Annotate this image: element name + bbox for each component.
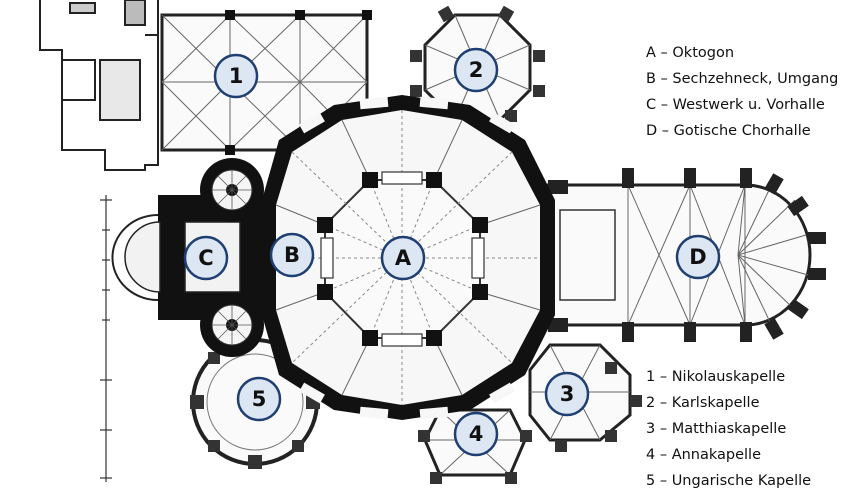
stair-tower-north [200, 158, 264, 222]
marker-circle [453, 47, 499, 93]
marker-label: B [284, 243, 300, 267]
marker-three: 3 [544, 371, 590, 417]
marker-label: 1 [229, 64, 244, 88]
marker-label: A [395, 246, 412, 270]
legend-item-4: 4 – Annakapelle [646, 447, 761, 463]
marker-label: 3 [560, 382, 575, 406]
legend-item-a: A – Oktogon [646, 45, 734, 61]
marker-label: D [689, 245, 706, 269]
marker-label: 5 [252, 387, 267, 411]
marker-circle [236, 376, 282, 422]
legend-letters: A – Oktogon B – Sechzehneck, Umgang C – … [646, 45, 838, 139]
marker-four: 4 [453, 411, 499, 457]
marker-two: 2 [453, 47, 499, 93]
legend-item-5: 5 – Ungarische Kapelle [646, 473, 811, 489]
legend-item-b: B – Sechzehneck, Umgang [646, 71, 838, 87]
legend-item-3: 3 – Matthiaskapelle [646, 421, 786, 437]
marker-c: C [183, 235, 229, 281]
marker-circle [453, 411, 499, 457]
stair-tower-south [200, 293, 264, 357]
plan-markers: 1 2B C A D 3 4 5 [183, 47, 721, 457]
marker-one: 1 [213, 53, 259, 99]
marker-label: 2 [469, 58, 484, 82]
marker-d: D [675, 234, 721, 280]
marker-b: B [269, 232, 315, 278]
legend-numbers: 1 – Nikolauskapelle 2 – Karlskapelle 3 –… [646, 369, 811, 489]
legend-item-2: 2 – Karlskapelle [646, 395, 760, 411]
marker-circle [380, 235, 426, 281]
scale-bar [100, 195, 112, 482]
marker-circle [269, 232, 315, 278]
legend-item-1: 1 – Nikolauskapelle [646, 369, 785, 385]
adjacent-buildings [39, 0, 159, 171]
marker-circle [213, 53, 259, 99]
legend-item-d: D – Gotische Chorhalle [646, 123, 811, 139]
marker-circle [544, 371, 590, 417]
marker-circle [675, 234, 721, 280]
marker-label: 4 [469, 422, 484, 446]
legend-item-c: C – Westwerk u. Vorhalle [646, 97, 825, 113]
marker-five: 5 [236, 376, 282, 422]
marker-label: C [198, 246, 213, 270]
marker-circle [183, 235, 229, 281]
marker-a: A [380, 235, 426, 281]
